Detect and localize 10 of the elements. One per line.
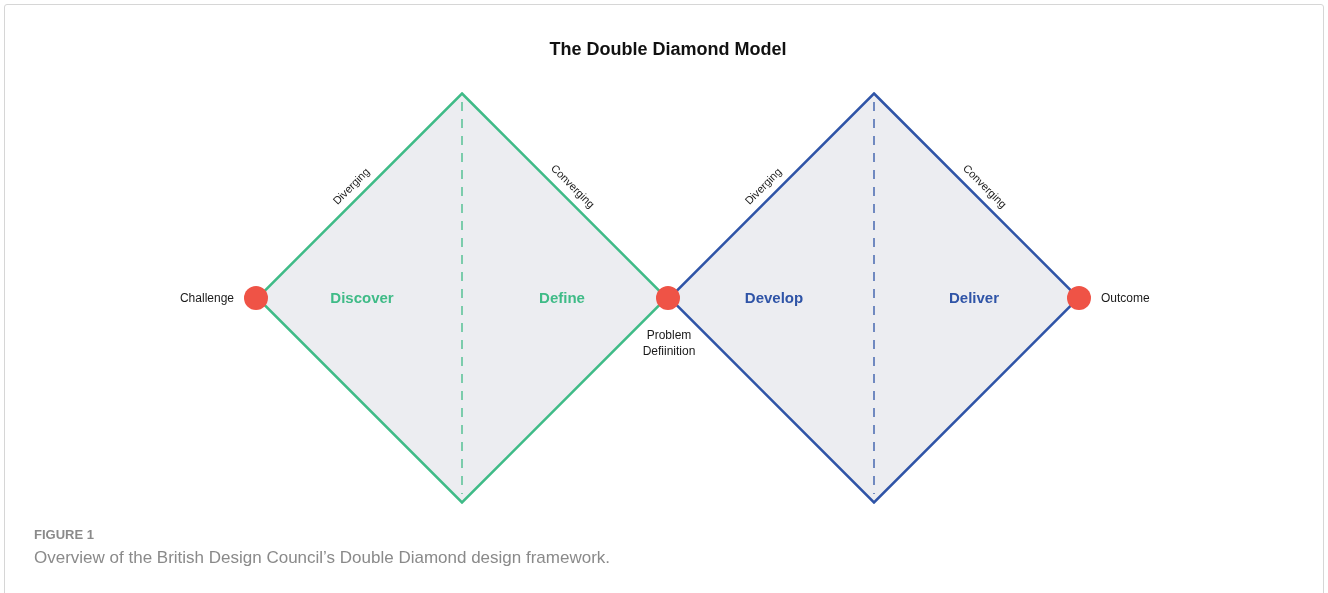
process-label: Problem Defiinition: [641, 327, 697, 359]
phase-label: Define: [538, 288, 586, 308]
figure-caption: Overview of the British Design Council’s Double Diamond design framework.: [34, 547, 611, 569]
phase-label: Develop: [743, 288, 805, 308]
phase-label: Discover: [329, 288, 395, 308]
figure-number: FIGURE 1: [34, 526, 94, 544]
milestone-label: Challenge: [179, 290, 234, 306]
milestone-label: Outcome: [1101, 290, 1150, 306]
phase-label: Deliver: [947, 288, 1000, 308]
diagram-title: The Double Diamond Model: [548, 38, 788, 61]
